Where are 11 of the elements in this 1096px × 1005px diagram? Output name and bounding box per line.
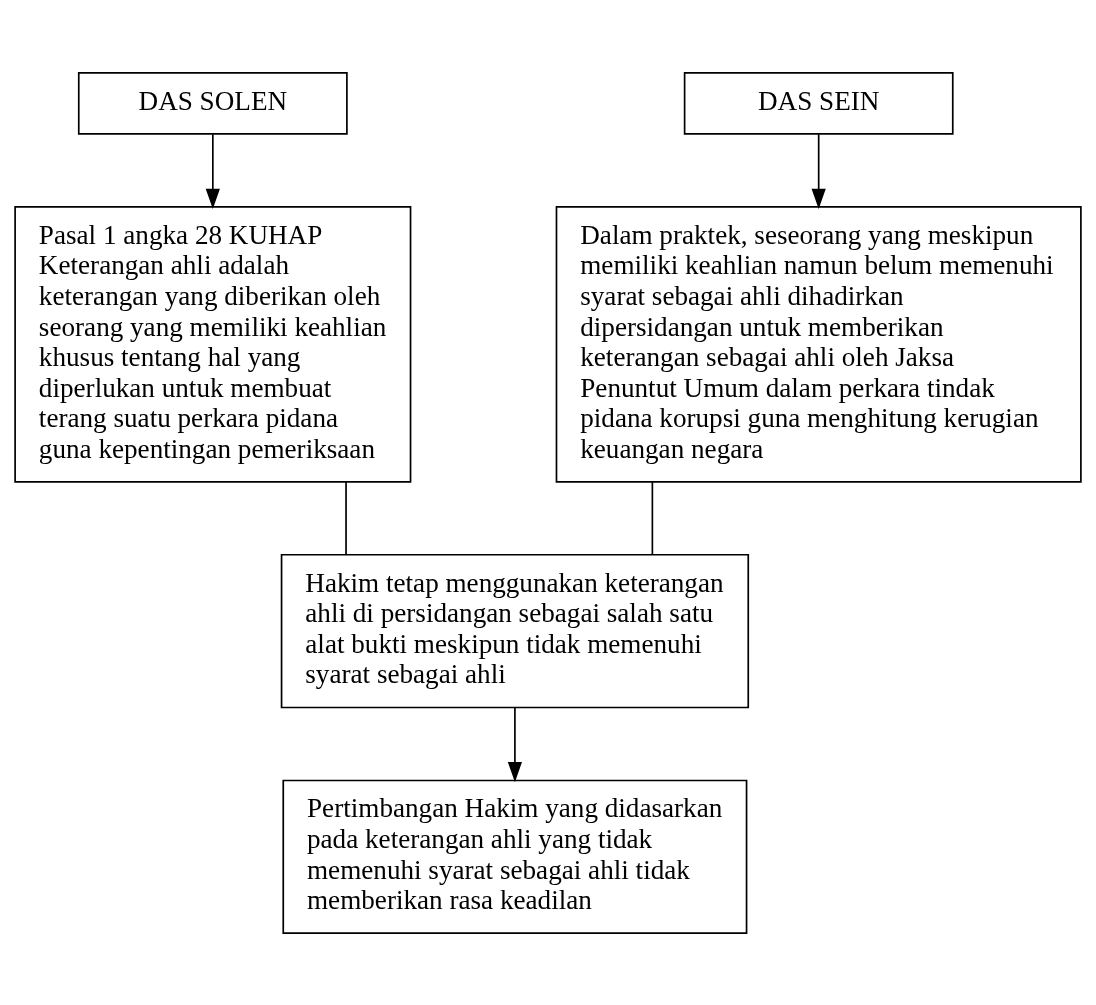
arrow bbox=[205, 133, 220, 209]
arrow bbox=[507, 706, 523, 782]
connector bbox=[345, 480, 347, 555]
node-box: Dalam praktek, seseorang yang meskipun memiliki keahlian namun belum memenuhi syarat sebagai ahli dihadirkan dipersidangan untuk memberikan keterangan sebagai ahli oleh Jaksa Penuntut Umum dalam perkara tindak pidana korupsi guna menghitung kerugian keuangan negara bbox=[555, 205, 1082, 483]
node-box: Pertimbangan Hakim yang didasarkan pada keterangan ahli yang tidak memenuhi syarat sebagai ahli tidak memberikan rasa keadilan bbox=[282, 779, 748, 934]
arrow bbox=[811, 133, 826, 209]
node-box: Pasal 1 angka 28 KUHAP Keterangan ahli adalah keterangan yang diberikan oleh seorang yang memiliki keahlian khusus tentang hal yang diperlukan untuk membuat terang suatu perkara pidana guna kepentingan pemeriksaan bbox=[14, 205, 412, 483]
node-box: DAS SOLEN bbox=[77, 71, 348, 135]
node-box: Hakim tetap menggunakan keterangan ahli di persidangan sebagai salah satu alat bukti meskipun tidak memenuhi syarat sebagai ahli bbox=[280, 553, 750, 708]
connector bbox=[651, 480, 654, 555]
node-box: DAS SEIN bbox=[683, 71, 954, 135]
